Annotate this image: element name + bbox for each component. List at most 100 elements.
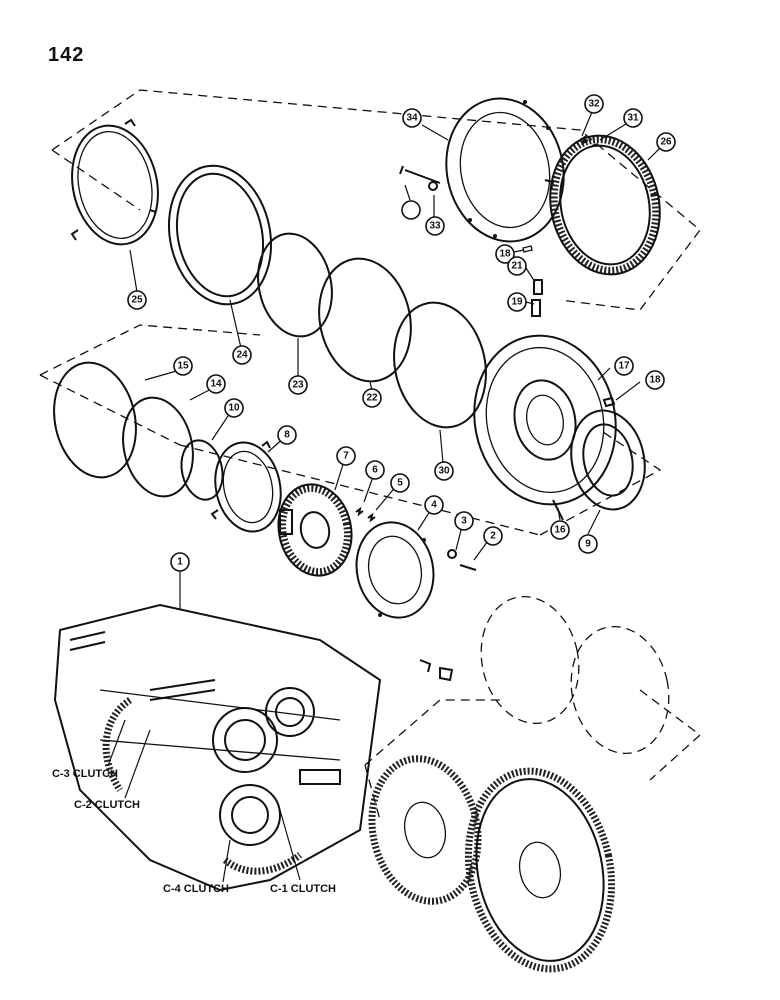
callout-7: 7 (336, 446, 356, 466)
svg-text:8: 8 (284, 430, 290, 441)
callout-30: 31 (623, 108, 643, 128)
callout-10: 10 (224, 398, 244, 418)
seal-ring-14 (122, 396, 194, 498)
callout-1: 1 (170, 552, 190, 572)
clutch-hub-7 (277, 483, 353, 577)
seal-ring-10 (180, 439, 224, 501)
label-c4-clutch: C-4 CLUTCH (163, 883, 229, 895)
label-c2-clutch: C-2 CLUTCH (74, 799, 140, 811)
transmission-assembly-1 (53, 603, 382, 892)
svg-text:10: 10 (228, 403, 240, 414)
svg-text:6: 6 (372, 465, 378, 476)
pin-18-lower (602, 396, 616, 408)
seal-ring-22 (257, 232, 333, 338)
callout-18-lower: 18 (645, 370, 665, 390)
spring-30 (591, 143, 599, 147)
svg-text:24: 24 (236, 350, 248, 361)
callout-18-upper: 18 (495, 244, 515, 264)
svg-text:34: 34 (406, 113, 418, 124)
washer-3 (447, 549, 457, 559)
clutch-ring-lower-b (570, 625, 670, 755)
piston-housing-17 (473, 334, 617, 506)
svg-text:3: 3 (461, 516, 467, 527)
clutch-ring-lower-a (480, 595, 580, 725)
friction-ring-23 (167, 164, 273, 306)
callout-9: 9 (578, 534, 598, 554)
svg-text:4: 4 (431, 500, 437, 511)
middle-group-outline (39, 324, 662, 536)
callout-22: 23 (288, 375, 308, 395)
bolt-34 (399, 165, 441, 184)
svg-text:9: 9 (585, 539, 591, 550)
svg-text:33: 33 (429, 221, 441, 232)
callout-31: 32 (584, 94, 604, 114)
svg-text:2: 2 (490, 531, 496, 542)
label-c1-clutch: C-1 CLUTCH (270, 883, 336, 895)
upper-group-outline (51, 89, 701, 311)
spring-6 (355, 506, 364, 517)
oil-seal-9 (570, 409, 646, 511)
retainer-plate-4 (355, 521, 435, 619)
svg-text:19: 19 (511, 297, 523, 308)
separator-plate-8 (210, 440, 282, 533)
callout-2: 2 (483, 526, 503, 546)
callout-14: 14 (206, 374, 226, 394)
svg-text:31: 31 (627, 113, 639, 124)
callout-32: 34 (402, 108, 422, 128)
washer-33 (428, 181, 438, 191)
svg-text:18: 18 (499, 249, 511, 260)
spring-20 (533, 279, 543, 295)
callout-4: 4 (424, 495, 444, 515)
callout-19: 19 (507, 292, 527, 312)
callout-16: 16 (550, 520, 570, 540)
callout-17: 17 (614, 356, 634, 376)
callout-15: 15 (173, 356, 193, 376)
svg-text:14: 14 (210, 379, 222, 390)
svg-text:23: 23 (292, 380, 304, 391)
svg-text:5: 5 (397, 478, 403, 489)
pin-19 (531, 299, 541, 317)
bolt-2 (459, 564, 477, 571)
svg-text:25: 25 (131, 295, 143, 306)
label-c3-clutch: C-3 CLUTCH (52, 768, 118, 780)
svg-text:17: 17 (618, 361, 630, 372)
spring-5 (367, 512, 376, 523)
small-fitting (419, 659, 454, 682)
leader-lines (107, 111, 661, 883)
svg-text:18: 18 (649, 375, 661, 386)
seal-ring-26 (393, 301, 487, 429)
callout-34 (401, 200, 421, 220)
flywheel-ring-gear (464, 767, 616, 973)
callout-33: 33 (425, 216, 445, 236)
spring-31 (579, 134, 589, 146)
callout-20: 21 (507, 256, 527, 276)
svg-text:21: 21 (511, 261, 523, 272)
callout-25: 26 (656, 132, 676, 152)
callout-3: 3 (454, 511, 474, 531)
svg-text:32: 32 (588, 99, 600, 110)
svg-text:26: 26 (660, 137, 672, 148)
friction-disc-25 (549, 134, 661, 276)
svg-text:16: 16 (554, 525, 566, 536)
lower-group-outline (364, 689, 702, 821)
seal-ring-15 (53, 361, 137, 479)
callout-21: 22 (362, 388, 382, 408)
svg-text:22: 22 (366, 393, 378, 404)
callout-6: 6 (365, 460, 385, 480)
svg-text:1: 1 (177, 557, 183, 568)
svg-text:15: 15 (177, 361, 189, 372)
flywheel-damper (368, 755, 482, 905)
pin-18-upper (522, 245, 533, 253)
callout-24: 25 (127, 290, 147, 310)
seal-ring-21 (318, 257, 412, 383)
callout-5: 5 (390, 473, 410, 493)
callout-26: 30 (434, 461, 454, 481)
svg-text:7: 7 (343, 451, 349, 462)
svg-text:30: 30 (438, 466, 450, 477)
callout-23: 24 (232, 345, 252, 365)
page-number: 142 (48, 44, 85, 66)
callout-8: 8 (277, 425, 297, 445)
retainer-plate-32 (445, 97, 565, 243)
separator-plate-24 (70, 118, 159, 246)
